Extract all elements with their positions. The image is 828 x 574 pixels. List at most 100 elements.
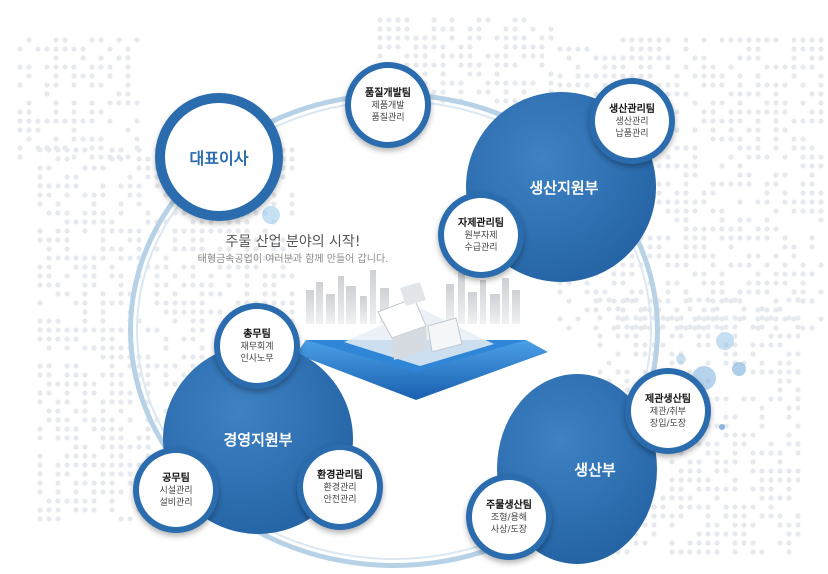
map-dot	[55, 507, 61, 513]
map-dot	[759, 306, 765, 312]
map-dot	[64, 228, 70, 234]
map-dot	[73, 480, 79, 486]
map-dot	[714, 531, 720, 537]
map-dot	[80, 118, 86, 124]
map-dot	[732, 504, 738, 510]
map-dot	[64, 336, 70, 342]
map-dot	[777, 459, 783, 465]
map-dot	[118, 282, 124, 288]
map-dot	[755, 91, 761, 97]
map-dot	[422, 62, 428, 68]
map-dot	[530, 44, 536, 50]
map-dot	[746, 253, 752, 259]
map-dot	[809, 91, 815, 97]
map-dot	[809, 235, 815, 241]
map-dot	[786, 378, 792, 384]
map-dot	[118, 390, 124, 396]
map-dot	[737, 289, 743, 295]
team-duty: 생산관리	[615, 116, 649, 127]
map-dot	[73, 462, 79, 468]
team-title: 품질개발팀	[365, 87, 411, 99]
map-dot	[665, 55, 671, 61]
map-dot	[458, 53, 464, 59]
map-dot	[512, 26, 518, 32]
map-dot	[100, 489, 106, 495]
map-dot	[768, 315, 774, 321]
team-duty: 안전관리	[323, 494, 357, 505]
map-dot	[692, 73, 698, 79]
map-dot	[723, 315, 729, 321]
map-dot	[440, 89, 446, 95]
map-dot	[782, 199, 788, 205]
map-dot	[809, 163, 815, 169]
map-dot	[791, 316, 797, 322]
map-dot	[795, 441, 801, 447]
map-dot	[37, 237, 43, 243]
map-dot	[746, 181, 752, 187]
map-dot	[710, 208, 716, 214]
map-dot	[125, 91, 131, 97]
map-dot	[136, 165, 142, 171]
map-dot	[741, 396, 747, 402]
map-dot	[642, 522, 648, 528]
map-dot	[710, 316, 716, 322]
map-dot	[521, 17, 527, 23]
map-dot	[737, 262, 743, 268]
map-dot	[89, 37, 95, 43]
map-dot	[791, 253, 797, 259]
map-dot	[629, 55, 635, 61]
team-title: 주물생산팀	[486, 499, 532, 511]
map-dot	[17, 82, 23, 88]
map-dot	[64, 192, 70, 198]
map-dot	[768, 342, 774, 348]
map-dot	[696, 486, 702, 492]
map-dot	[64, 345, 70, 351]
map-dot	[73, 453, 79, 459]
map-dot	[692, 172, 698, 178]
map-dot	[80, 55, 86, 61]
team-title: 총무팀	[243, 328, 271, 340]
map-dot	[116, 154, 122, 160]
map-dot	[557, 46, 563, 52]
map-dot	[809, 46, 815, 52]
map-dot	[755, 199, 761, 205]
map-dot	[440, 26, 446, 32]
map-dot	[55, 327, 61, 333]
map-dot	[37, 390, 43, 396]
map-dot	[710, 181, 716, 187]
map-dot	[37, 282, 43, 288]
map-dot	[82, 219, 88, 225]
map-dot	[701, 199, 707, 205]
map-dot	[100, 417, 106, 423]
map-dot	[818, 37, 824, 43]
map-dot	[109, 336, 115, 342]
map-dot	[440, 53, 446, 59]
map-dot	[476, 26, 482, 32]
map-dot	[764, 154, 770, 160]
map-dot	[80, 46, 86, 52]
map-dot	[100, 165, 106, 171]
map-dot	[118, 327, 124, 333]
team-title: 제관생산팀	[645, 393, 691, 405]
map-dot	[678, 549, 684, 555]
map-dot	[683, 46, 689, 52]
map-dot	[494, 53, 500, 59]
team-finishing: 제관생산팀 제관/취부 장입/도장	[625, 368, 711, 454]
map-dot	[809, 109, 815, 115]
map-dot	[737, 37, 743, 43]
map-dot	[395, 26, 401, 32]
map-dot	[64, 255, 70, 261]
map-dot	[73, 363, 79, 369]
map-dot	[584, 82, 590, 88]
map-dot	[395, 44, 401, 50]
map-dot	[800, 325, 806, 331]
map-dot	[732, 342, 738, 348]
map-dot	[710, 64, 716, 70]
map-dot	[800, 46, 806, 52]
map-dot	[73, 264, 79, 270]
map-dot	[485, 80, 491, 86]
map-dot	[89, 100, 95, 106]
map-dot	[759, 342, 765, 348]
map-dot	[37, 435, 43, 441]
map-dot	[64, 498, 70, 504]
